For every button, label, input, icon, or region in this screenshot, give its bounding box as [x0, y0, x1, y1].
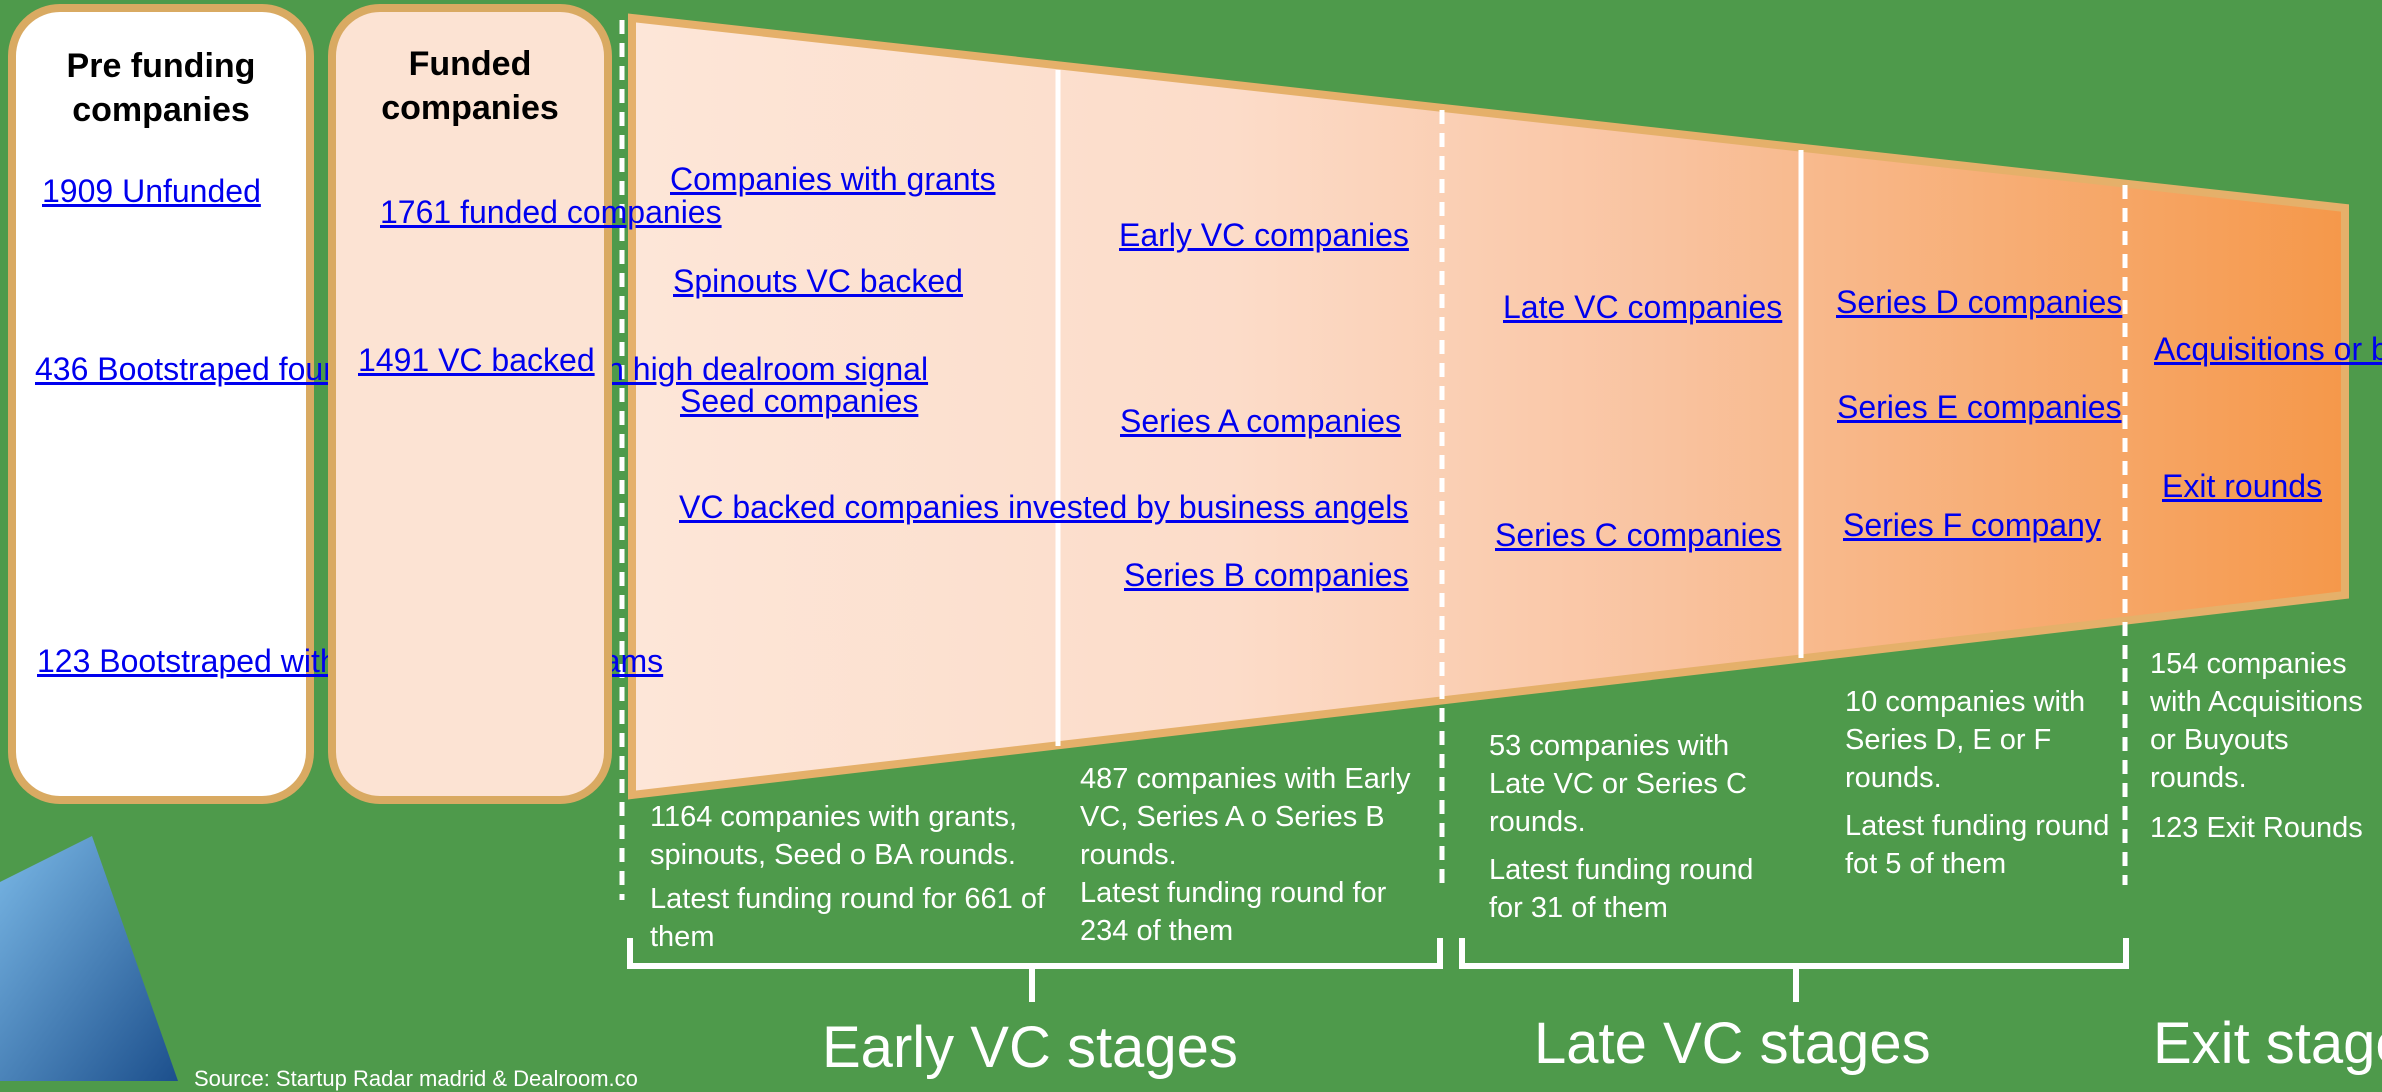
funded-card: Funded companies — [328, 4, 612, 804]
note-late-a: 53 companies with Late VC or Series C ro… — [1489, 730, 1754, 924]
funded-title: Funded companies — [381, 45, 559, 127]
link-series-d[interactable]: Series D companies — [1836, 284, 2123, 320]
stage-label-exit: Exit stage — [2153, 1012, 2382, 1076]
link-early-vc[interactable]: Early VC companies — [1119, 217, 1409, 253]
link-series-f[interactable]: Series F company — [1843, 507, 2101, 543]
link-funded-companies[interactable]: 1761 funded companies — [380, 194, 722, 230]
link-seed[interactable]: Seed companies — [680, 383, 919, 419]
bracket-late — [1459, 938, 2129, 1002]
note-late-b: 10 companies with Series D, E or F round… — [1845, 686, 2110, 880]
note-exit: 154 companies with Acquisitions or Buyou… — [2150, 648, 2363, 844]
note-early-b: 487 companies with Early VC, Series A o … — [1080, 763, 1411, 947]
link-exit-rounds[interactable]: Exit rounds — [2162, 468, 2323, 504]
decorative-image — [0, 836, 178, 1081]
link-business-angels[interactable]: VC backed companies invested by business… — [679, 486, 1408, 528]
link-bootstrap-teams[interactable]: 123 Bootstraped with strong founding tea… — [37, 643, 664, 679]
link-late-vc[interactable]: Late VC companies — [1503, 289, 1783, 325]
bracket-early — [627, 938, 1443, 1002]
link-series-b[interactable]: Series B companies — [1124, 557, 1409, 593]
link-grants[interactable]: Companies with grants — [670, 161, 996, 197]
link-spinouts[interactable]: Spinouts VC backed — [673, 263, 963, 299]
link-vc-backed[interactable]: 1491 VC backed — [358, 342, 595, 378]
pre-funding-card: Pre funding companies — [8, 4, 314, 804]
pre-funding-title: Pre funding companies — [66, 47, 256, 129]
note-early-a: 1164 companies with grants, spinouts, Se… — [650, 801, 1046, 953]
stage-label-early: Early VC stages — [822, 1015, 1238, 1080]
link-bootstrap-signal[interactable]: 436 Bootstraped founded since 2018 with … — [35, 351, 928, 387]
stage-label-late: Late VC stages — [1534, 1011, 1931, 1076]
link-unfunded[interactable]: 1909 Unfunded — [42, 173, 261, 209]
source-note: Source: Startup Radar madrid & Dealroom.… — [194, 1066, 638, 1091]
link-series-c[interactable]: Series C companies — [1495, 517, 1782, 553]
link-series-a[interactable]: Series A companies — [1120, 403, 1402, 439]
link-series-e[interactable]: Series E companies — [1837, 389, 2122, 425]
link-acquisitions[interactable]: Acquisitions or buyouts — [2154, 331, 2382, 367]
